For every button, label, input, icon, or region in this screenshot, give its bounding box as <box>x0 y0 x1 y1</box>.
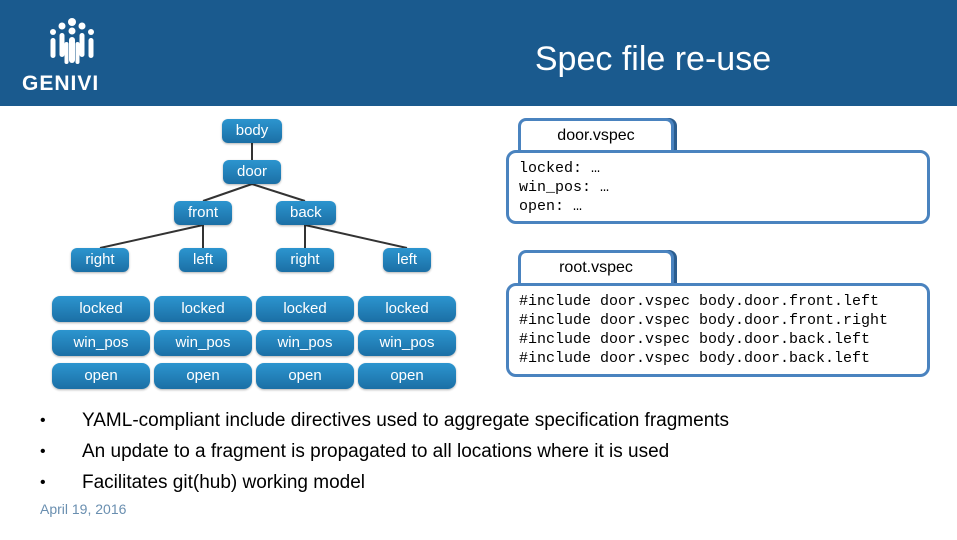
slide-title: Spec file re-use <box>534 40 772 78</box>
root-vspec-tab: root.vspec <box>518 250 674 285</box>
attr-open: open <box>52 363 150 389</box>
slide-header: GENIVI Spec file re-use <box>0 0 957 106</box>
attr-open: open <box>256 363 354 389</box>
attr-win-pos: win_pos <box>52 330 150 356</box>
bullet-item: •YAML-compliant include directives used … <box>40 405 940 436</box>
attr-win-pos: win_pos <box>154 330 252 356</box>
node-body: body <box>220 119 284 143</box>
edge-back-left <box>304 224 408 249</box>
door-vspec-tab: door.vspec <box>518 118 674 153</box>
door-vspec-content: locked: … win_pos: … open: … <box>506 150 930 224</box>
node-back: back <box>276 201 336 225</box>
bullet-item: •Facilitates git(hub) working model <box>40 467 940 498</box>
root-vspec-content: #include door.vspec body.door.front.left… <box>506 283 930 377</box>
attr-open: open <box>154 363 252 389</box>
bullet-item: •An update to a fragment is propagated t… <box>40 436 940 467</box>
edge-door-back <box>251 183 306 202</box>
node-front: front <box>174 201 233 225</box>
genivi-logo: GENIVI <box>22 16 122 96</box>
attr-locked: locked <box>52 296 150 322</box>
bullet-marker: • <box>40 443 46 460</box>
code-line: #include door.vspec body.door.back.left <box>519 331 871 348</box>
attr-locked: locked <box>256 296 354 322</box>
attr-open: open <box>358 363 456 389</box>
logo-text: GENIVI <box>22 72 100 95</box>
attr-locked: locked <box>358 296 456 322</box>
edge-door-front <box>202 183 253 202</box>
attr-win-pos: win_pos <box>358 330 456 356</box>
code-line: win_pos: … <box>519 179 610 196</box>
bullet-marker: • <box>40 474 46 491</box>
node-front-right: right <box>68 248 132 272</box>
door-vspec-tab-label: door.vspec <box>557 127 635 144</box>
edge-front-right <box>99 224 204 249</box>
node-door: door <box>221 160 283 184</box>
attr-win-pos: win_pos <box>256 330 354 356</box>
code-line: #include door.vspec body.door.back.left <box>519 350 871 367</box>
node-front-left: left <box>172 248 234 272</box>
code-line: #include door.vspec body.door.front.left <box>519 293 880 310</box>
code-line: locked: … <box>519 160 601 177</box>
node-back-left: left <box>376 248 438 272</box>
code-line: #include door.vspec body.door.front.righ… <box>519 312 889 329</box>
attr-locked: locked <box>154 296 252 322</box>
footer-date: April 19, 2016 <box>40 501 127 517</box>
bullet-list: •YAML-compliant include directives used … <box>40 405 940 498</box>
bullet-marker: • <box>40 412 46 429</box>
code-line: open: … <box>519 198 583 215</box>
root-vspec-tab-label: root.vspec <box>559 259 633 276</box>
genivi-people-icon <box>50 18 94 64</box>
node-back-right: right <box>273 248 337 272</box>
